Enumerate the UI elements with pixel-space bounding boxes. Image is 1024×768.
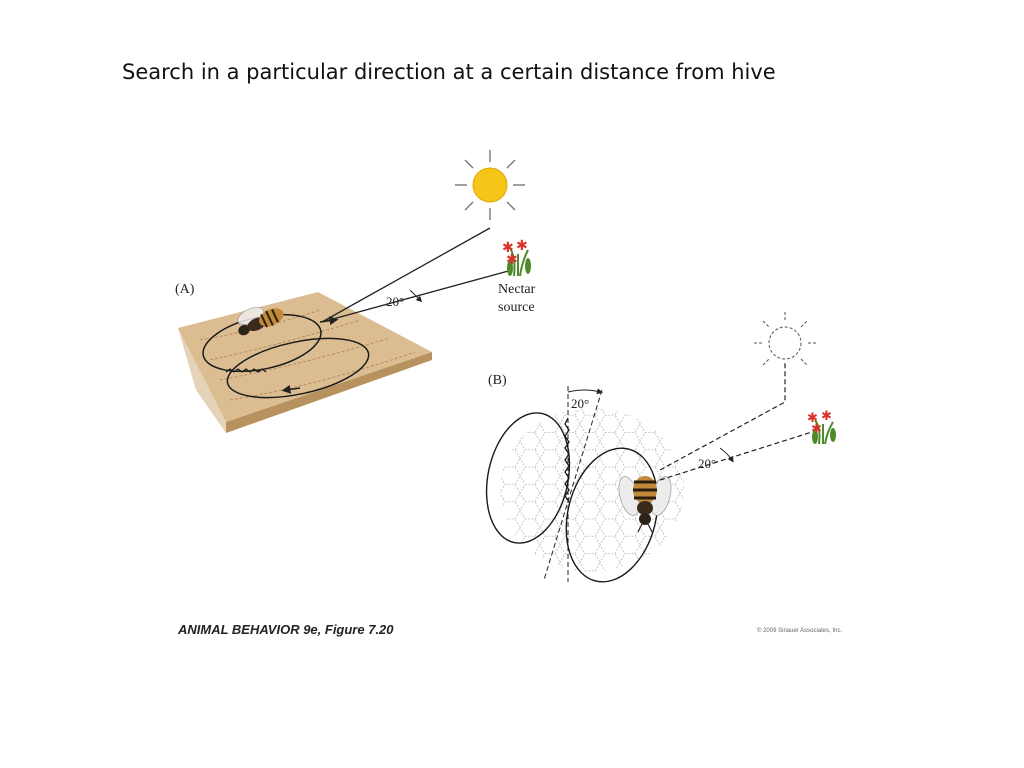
svg-text:✱: ✱: [811, 421, 822, 436]
svg-text:✱: ✱: [506, 251, 518, 267]
angle-label-a: 20°: [386, 294, 404, 309]
waggle-loops-b: [485, 412, 659, 583]
panel-a: (A) 20°: [175, 150, 536, 433]
sun-icon: [455, 150, 525, 220]
angle-label-b-top: 20°: [571, 396, 589, 411]
svg-text:✱: ✱: [502, 239, 514, 255]
bee-icon: [237, 306, 284, 336]
nectar-direction-line-a: [321, 269, 513, 323]
angle-arc-a: [409, 289, 423, 303]
sun-direction-line-b: [659, 362, 786, 471]
sun-outline-icon: [754, 312, 816, 366]
nectar-label-line2: source: [498, 300, 535, 315]
panel-b: (B) 20° 20°: [485, 312, 836, 583]
angle-arc-b-top: [567, 388, 603, 395]
svg-text:✱: ✱: [516, 237, 528, 253]
svg-text:✱: ✱: [807, 410, 818, 425]
figure-caption: ANIMAL BEHAVIOR 9e, Figure 7.20: [178, 622, 394, 637]
svg-text:✱: ✱: [821, 408, 832, 423]
panel-a-label: (A): [175, 282, 195, 297]
bee-icon-b: [618, 476, 672, 533]
nectar-label-line1: Nectar: [498, 282, 536, 297]
panel-b-label: (B): [488, 373, 507, 388]
slide-title: Search in a particular direction at a ce…: [122, 60, 776, 84]
wood-board: [178, 292, 432, 433]
nectar-direction-line-b: [659, 431, 813, 481]
copyright-text: © 2009 Sinauer Associates, Inc.: [757, 628, 843, 634]
dance-direction-line: [543, 389, 603, 581]
flower-icon: ✱ ✱ ✱: [502, 237, 531, 277]
flower-icon-b: ✱ ✱ ✱: [807, 408, 836, 445]
angle-arc-b-side: [719, 447, 734, 463]
sun-direction-line-a: [321, 227, 491, 323]
angle-label-b-side: 20°: [698, 456, 716, 471]
